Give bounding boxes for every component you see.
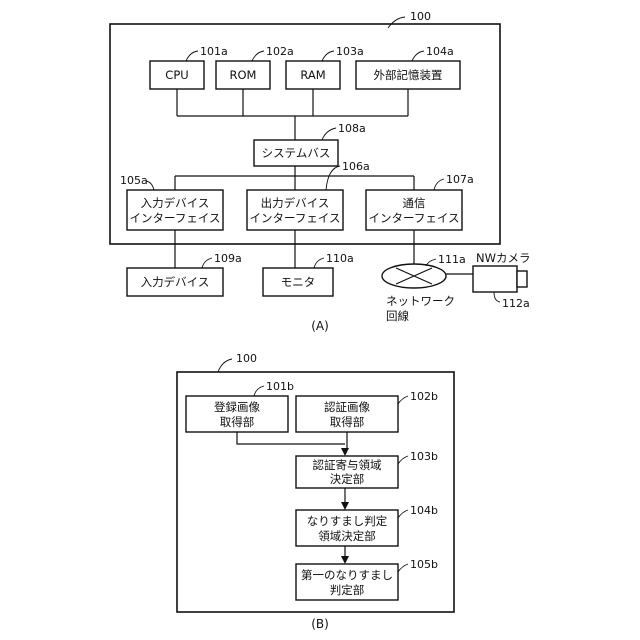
output-if-ref: 106a bbox=[342, 160, 370, 173]
output-if-line1: 出力デバイス bbox=[261, 196, 330, 210]
arrow-to-first-spoof bbox=[341, 556, 349, 564]
rom-label: ROM bbox=[230, 68, 257, 82]
network-line2: 回線 bbox=[386, 309, 409, 323]
rom-ref: 102a bbox=[266, 45, 294, 58]
network-ref: 111a bbox=[438, 253, 466, 266]
cpu-label: CPU bbox=[165, 68, 188, 82]
input-device-label: 入力デバイス bbox=[141, 275, 210, 289]
nw-camera-label: NWカメラ bbox=[476, 251, 530, 265]
input-device-ref: 109a bbox=[214, 252, 242, 265]
input-if-ref: 105a bbox=[120, 174, 148, 187]
input-if-line2: インターフェイス bbox=[130, 211, 221, 225]
system-bus-ref: 108a bbox=[338, 122, 366, 135]
apparatus-ref-a: 100 bbox=[410, 10, 431, 23]
figure-b: 100 登録画像 取得部 101b 認証画像 取得部 102b 認証寄与領域 決… bbox=[177, 352, 454, 631]
first-spoof-ref: 105b bbox=[410, 558, 438, 571]
monitor-ref: 110a bbox=[326, 252, 354, 265]
registered-image-line2: 取得部 bbox=[220, 415, 255, 429]
arrow-to-spoof-region bbox=[341, 502, 349, 510]
monitor-label: モニタ bbox=[281, 275, 316, 289]
first-spoof-line1: 第一のなりすまし bbox=[301, 568, 393, 582]
arrow-to-contribution bbox=[341, 448, 349, 456]
apparatus-ref-b: 100 bbox=[236, 352, 257, 365]
contribution-region-line1: 認証寄与領域 bbox=[313, 458, 382, 472]
ext-storage-ref: 104a bbox=[426, 45, 454, 58]
auth-image-line1: 認証画像 bbox=[324, 400, 370, 414]
nw-camera-ref: 112a bbox=[502, 297, 530, 310]
caption-b: (B) bbox=[311, 617, 329, 631]
caption-a: (A) bbox=[311, 319, 329, 333]
auth-image-line2: 取得部 bbox=[330, 415, 365, 429]
registered-image-ref: 101b bbox=[266, 380, 294, 393]
input-if-line1: 入力デバイス bbox=[141, 196, 210, 210]
ext-storage-label: 外部記憶装置 bbox=[374, 68, 443, 82]
network-line1: ネットワーク bbox=[386, 294, 455, 308]
spoof-region-line2: 領域決定部 bbox=[318, 529, 376, 543]
system-bus-label: システムバス bbox=[262, 146, 331, 160]
comm-if-line1: 通信 bbox=[403, 196, 426, 210]
lower-bus-lines bbox=[175, 166, 414, 190]
upper-bus-lines bbox=[177, 89, 408, 140]
figure-a: 100 CPU 101a ROM 102a RAM 103a 外部記憶装置 10… bbox=[110, 10, 530, 333]
comm-if-line2: インターフェイス bbox=[369, 211, 460, 225]
spoof-region-line1: なりすまし判定 bbox=[307, 514, 388, 528]
first-spoof-line2: 判定部 bbox=[330, 583, 365, 597]
spoof-region-ref: 104b bbox=[410, 504, 438, 517]
ram-label: RAM bbox=[300, 68, 325, 82]
camera-icon bbox=[473, 266, 527, 292]
output-if-line2: インターフェイス bbox=[250, 211, 341, 225]
contribution-region-ref: 103b bbox=[410, 450, 438, 463]
network-icon bbox=[382, 264, 446, 288]
registered-image-line1: 登録画像 bbox=[214, 400, 260, 414]
ram-ref: 103a bbox=[336, 45, 364, 58]
auth-image-ref: 102b bbox=[410, 390, 438, 403]
cpu-ref: 101a bbox=[200, 45, 228, 58]
comm-if-ref: 107a bbox=[446, 173, 474, 186]
contribution-region-line2: 決定部 bbox=[330, 472, 365, 486]
